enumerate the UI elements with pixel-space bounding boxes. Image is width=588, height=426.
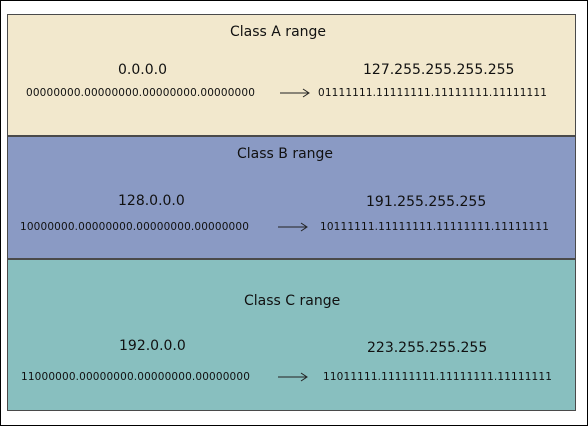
- class-a-title: Class A range: [230, 24, 327, 40]
- class-a-panel: [7, 14, 576, 136]
- class-c-end-address: 223.255.255.255: [367, 340, 488, 356]
- class-a-end-address: 127.255.255.255.255: [363, 62, 515, 78]
- class-c-start-binary: 11000000.00000000.00000000.00000000: [21, 371, 251, 383]
- class-a-arrow-icon: [280, 88, 310, 98]
- class-b-start-address: 128.0.0.0: [118, 193, 185, 209]
- class-b-start-binary: 10000000.00000000.00000000.00000000: [20, 221, 250, 233]
- class-b-panel: [7, 136, 576, 259]
- class-b-end-binary: 10111111.11111111.11111111.11111111: [320, 221, 550, 233]
- class-c-panel: [7, 259, 576, 411]
- class-c-start-address: 192.0.0.0: [119, 338, 186, 354]
- class-b-arrow-icon: [278, 222, 308, 232]
- class-b-title: Class B range: [237, 146, 334, 162]
- class-c-arrow-icon: [278, 372, 308, 382]
- class-b-end-address: 191.255.255.255: [366, 194, 487, 210]
- class-a-end-binary: 01111111.11111111.11111111.11111111: [318, 87, 548, 99]
- class-c-end-binary: 11011111.11111111.11111111.11111111: [323, 371, 553, 383]
- class-a-start-binary: 00000000.00000000.00000000.00000000: [26, 87, 256, 99]
- class-a-start-address: 0.0.0.0: [118, 62, 167, 78]
- class-c-title: Class C range: [244, 293, 341, 309]
